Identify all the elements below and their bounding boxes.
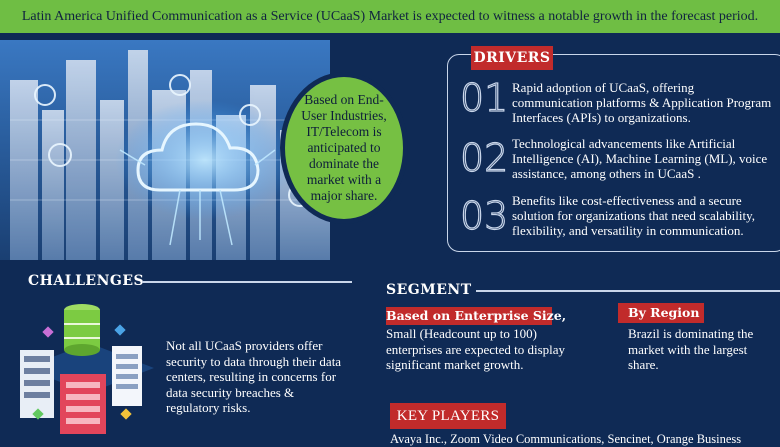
key-players-title: KEY PLAYERS bbox=[390, 403, 506, 429]
segment-rule bbox=[476, 290, 780, 292]
driver-text-3: Benefits like cost-effectiveness and a s… bbox=[512, 193, 755, 238]
enterprise-text: Small (Headcount up to 100) enterprises … bbox=[386, 326, 566, 372]
challenges-title: CHALLENGES bbox=[28, 273, 145, 289]
highlight-text: Based on End-User Industries, IT/Telecom… bbox=[301, 92, 387, 203]
enterprise-heading: Based on Enterprise Size, bbox=[386, 308, 567, 323]
banner-text: Latin America Unified Communication as a… bbox=[21, 8, 759, 24]
driver-number-3: 03 bbox=[459, 193, 509, 238]
video-icon bbox=[239, 104, 261, 126]
driver-text-1: Rapid adoption of UCaaS, offering commun… bbox=[512, 80, 772, 125]
firewall-server-icon bbox=[60, 374, 106, 434]
region-tag bbox=[618, 303, 704, 323]
city-skyline-illustration bbox=[10, 50, 330, 260]
challenges-text: Not all UCaaS providers offer security t… bbox=[166, 338, 342, 415]
drivers-panel bbox=[447, 54, 780, 252]
storage-rack-icon bbox=[112, 346, 142, 406]
highlight-bubble: Based on End-User Industries, IT/Telecom… bbox=[280, 72, 408, 224]
enterprise-size-tag bbox=[386, 307, 552, 325]
server-rack-icon bbox=[20, 350, 54, 418]
mail-icon bbox=[34, 84, 56, 106]
driver-number-1: 01 bbox=[459, 75, 509, 120]
top-banner: Latin America Unified Communication as a… bbox=[0, 0, 780, 33]
drivers-title: DRIVERS bbox=[471, 46, 553, 70]
challenges-rule bbox=[142, 281, 352, 283]
cloud-icon bbox=[136, 122, 260, 192]
database-icon bbox=[64, 304, 100, 356]
driver-number-2: 02 bbox=[459, 135, 509, 180]
data-center-illustration bbox=[20, 304, 154, 434]
region-heading: By Region bbox=[628, 305, 700, 320]
phone-icon bbox=[48, 143, 72, 167]
city-cloud-image bbox=[0, 40, 330, 260]
driver-text-2: Technological advancements like Artifici… bbox=[512, 136, 768, 181]
segment-title: SEGMENT bbox=[386, 282, 472, 298]
chat-icon bbox=[169, 74, 191, 96]
region-text: Brazil is dominating the market with the… bbox=[628, 326, 754, 372]
